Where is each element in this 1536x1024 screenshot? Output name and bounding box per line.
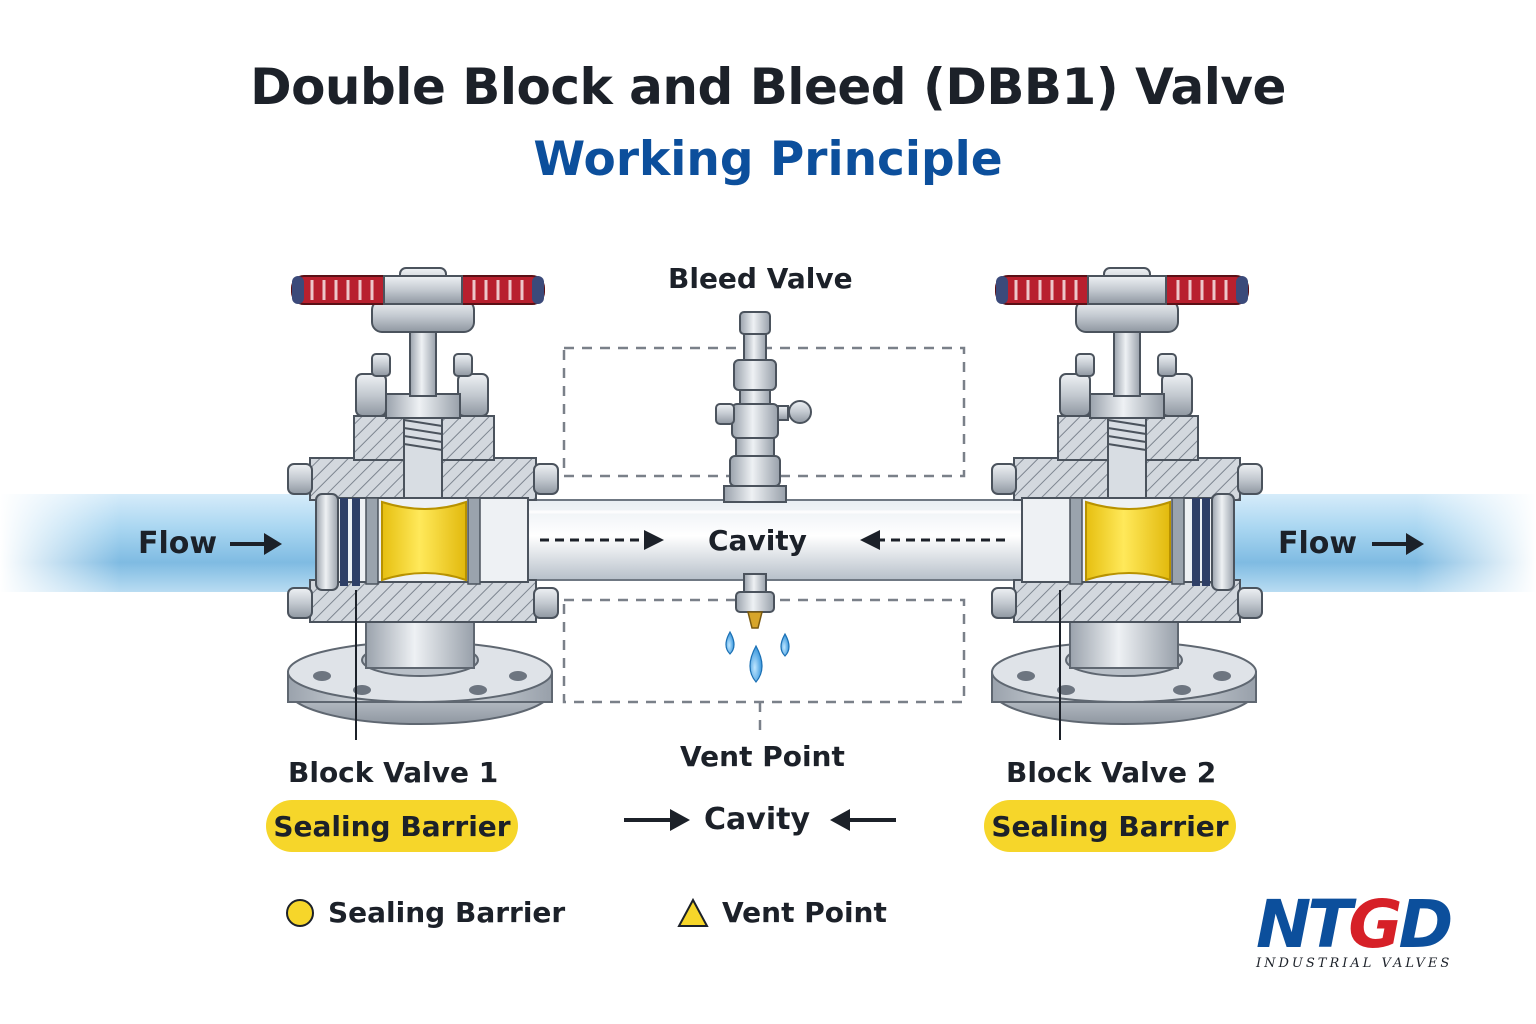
flow-left-label: Flow	[138, 526, 218, 561]
block-valve-1-graphic	[287, 267, 559, 740]
flow-right-arrow-icon	[1372, 533, 1424, 555]
cavity-bottom-label: Cavity	[704, 802, 810, 837]
logo-mark: NTGD	[1256, 886, 1453, 963]
cavity-label: Cavity	[708, 524, 807, 557]
cavity-right-arrow-icon	[860, 530, 1008, 550]
flow-right-label: Flow	[1278, 526, 1358, 561]
logo-tagline: INDUSTRIAL VALVES	[1256, 956, 1453, 971]
sealing-barrier-2-badge: Sealing Barrier	[984, 800, 1236, 852]
outlet-pipe	[1190, 494, 1536, 592]
diagram-title: Double Block and Bleed (DBB1) Valve	[250, 58, 1286, 116]
bleed-valve-label: Bleed Valve	[668, 262, 853, 295]
yellow-circle-icon	[286, 898, 314, 927]
legend-item-vent-point: Vent Point	[676, 896, 887, 929]
legend-item-sealing-barrier: Sealing Barrier	[284, 896, 565, 929]
cavity-bottom-left-arrow-icon	[624, 809, 690, 831]
block-valve-2-graphic	[991, 267, 1263, 740]
inlet-pipe	[0, 494, 350, 592]
legend-label: Vent Point	[722, 896, 887, 929]
cavity-left-arrow-icon	[540, 530, 664, 550]
vent-drip-icon	[725, 630, 790, 683]
legend-label: Sealing Barrier	[328, 896, 566, 929]
flow-left-arrow-icon	[230, 533, 282, 555]
diagram-subtitle: Working Principle	[533, 132, 1003, 187]
block-valve-1-label: Block Valve 1	[288, 756, 499, 789]
bleed-valve-graphic	[715, 311, 812, 629]
cavity-bottom-right-arrow-icon	[830, 809, 896, 831]
block-valve-2-label: Block Valve 2	[1006, 756, 1217, 789]
ntgd-logo: NTGD INDUSTRIAL VALVES	[1256, 886, 1478, 972]
sealing-barrier-1-badge: Sealing Barrier	[266, 800, 518, 852]
vent-point-label: Vent Point	[680, 740, 845, 773]
yellow-triangle-icon	[677, 897, 709, 927]
